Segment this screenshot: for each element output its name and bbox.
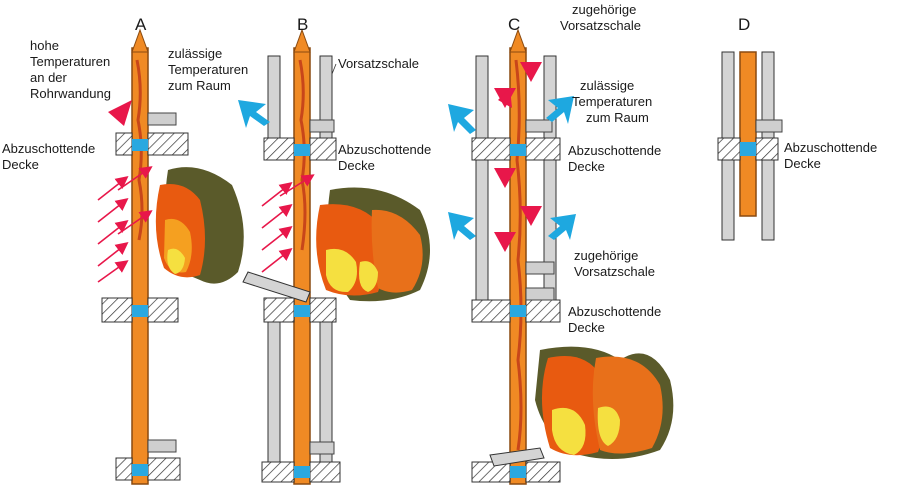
label-hohe-temperaturen: hohe Temperaturen an der Rohrwandung <box>30 38 114 101</box>
lining-b-right-bot <box>319 321 333 463</box>
panel-letter-b: B <box>297 15 308 34</box>
blue-arrow-b <box>238 100 270 128</box>
red-pointer-a <box>108 100 132 126</box>
label-zugehoerige-top: zugehörige Vorsatzschale <box>560 2 641 33</box>
label-decke-a: Abzuschottende Decke <box>2 141 99 172</box>
pipe-d <box>739 51 757 217</box>
panel-b <box>238 28 430 485</box>
panel-d <box>717 51 783 241</box>
label-zugehoerige-mid: zugehörige Vorsatzschale <box>574 248 655 279</box>
flame-c <box>535 346 674 459</box>
slab-a1-left <box>115 132 133 156</box>
panel-c <box>448 28 674 485</box>
label-decke-b: Abzuschottende Decke <box>338 142 435 173</box>
red-arrows-a <box>97 166 153 283</box>
label-zulaessige-b: zulässige Temperaturen zum Raum <box>168 46 252 93</box>
label-zulaessige-c: zulässige Temperaturen zum Raum <box>572 78 656 125</box>
slab-a3-right <box>147 457 181 481</box>
slab-a2-left <box>101 297 133 323</box>
panel-letter-c: C <box>508 15 520 34</box>
label-vorsatzschale-b: Vorsatzschale <box>338 56 419 71</box>
red-triangles-c <box>494 62 542 252</box>
panel-letter-d: D <box>738 15 750 34</box>
panel-letter-a: A <box>135 15 147 34</box>
slab-a2-right <box>147 297 179 323</box>
flame-b <box>316 187 430 302</box>
panel-a <box>97 28 244 485</box>
pipe-tip-a <box>131 28 149 53</box>
label-decke-c1: Abzuschottende Decke <box>568 143 665 174</box>
slab-a3-left <box>115 457 133 481</box>
slab-a1-right <box>147 132 189 156</box>
label-decke-c2: Abzuschottende Decke <box>568 304 665 335</box>
lining-b-left-top <box>267 55 281 139</box>
lining-b-left-bot <box>267 321 281 463</box>
flame-a <box>155 167 244 284</box>
label-decke-d: Abzuschottende Decke <box>784 140 881 171</box>
